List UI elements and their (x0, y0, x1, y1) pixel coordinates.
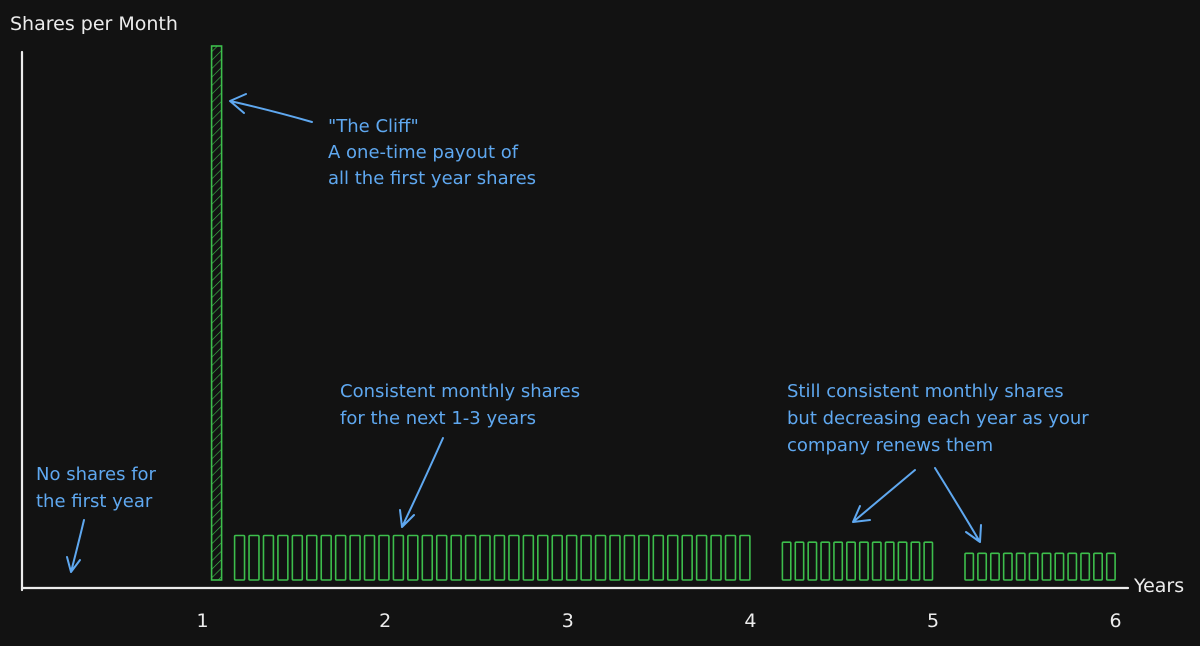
bar-month-31 (666, 534, 679, 581)
bar-month-17 (464, 534, 477, 581)
bar-month-59 (1093, 552, 1104, 581)
bar-month-19 (493, 534, 506, 581)
bar-month-43 (858, 541, 869, 581)
x-tick-label-2: 2 (379, 610, 391, 632)
bar-month-45 (884, 541, 895, 581)
annotation-no-shares-arrow (66, 519, 85, 573)
bar-month-14 (421, 534, 434, 581)
annotation-cliff-arrow (229, 93, 313, 123)
bar-month-13 (407, 534, 419, 581)
bar-month-26 (594, 534, 607, 581)
bar-month-47 (910, 541, 921, 581)
bar-month-29 (638, 534, 650, 581)
annotation-decreasing: Still consistent monthly shares but decr… (787, 381, 1089, 543)
bar-month-46 (897, 541, 908, 581)
bar-month-5 (291, 534, 304, 581)
annotation-cliff: "The Cliff" A one-time payout of all the… (229, 93, 536, 189)
bar-month-8 (334, 534, 347, 581)
bar-month-57 (1067, 552, 1078, 581)
bar-month-37 (781, 541, 792, 581)
bar-month-38 (794, 541, 805, 581)
bars (210, 45, 1116, 581)
bar-month-6 (305, 534, 318, 581)
bar-month-50 (977, 552, 988, 581)
bar-cliff (210, 45, 223, 581)
x-axis-label: Years (1133, 575, 1184, 597)
bar-month-2 (248, 534, 260, 581)
annotation-decreasing-arrow-left (852, 469, 916, 523)
bar-month-30 (652, 534, 665, 581)
bar-month-44 (871, 541, 882, 581)
bar-month-33 (695, 534, 708, 581)
bar-month-55 (1041, 552, 1052, 581)
bar-month-39 (807, 541, 818, 581)
annotation-no-shares-line-1: No shares for (36, 464, 157, 485)
bar-month-18 (479, 534, 491, 581)
bar-month-48 (923, 541, 934, 581)
bar-month-52 (1002, 552, 1013, 581)
bar-month-15 (435, 534, 448, 581)
annotation-decreasing-line-1: Still consistent monthly shares (787, 381, 1064, 402)
x-tick-label-3: 3 (562, 610, 574, 632)
bar-month-32 (681, 534, 693, 581)
annotation-cliff-line-3: all the first year shares (328, 168, 536, 189)
bar-month-41 (833, 541, 844, 581)
bar-month-20 (508, 534, 520, 581)
bar-month-53 (1015, 552, 1026, 581)
bar-month-7 (320, 534, 332, 581)
annotation-consistent: Consistent monthly shares for the next 1… (340, 381, 580, 528)
y-axis-label: Shares per Month (10, 13, 178, 35)
annotation-consistent-arrow (399, 437, 444, 528)
annotation-no-shares-line-2: the first year (36, 491, 153, 512)
bar-month-60 (1105, 552, 1116, 581)
bar-month-22 (537, 534, 549, 581)
bar-month-4 (277, 534, 289, 581)
bar-month-34 (710, 534, 722, 581)
annotation-decreasing-arrow-right (934, 467, 982, 543)
annotation-decreasing-line-2: but decreasing each year as your (787, 408, 1089, 429)
bar-month-21 (522, 534, 535, 581)
bar-month-35 (724, 534, 737, 581)
x-tick-label-1: 1 (197, 610, 209, 632)
bar-month-42 (846, 541, 856, 581)
annotation-decreasing-line-3: company renews them (787, 435, 993, 456)
annotation-consistent-line-2: for the next 1-3 years (340, 408, 536, 429)
annotation-consistent-line-1: Consistent monthly shares (340, 381, 580, 402)
bar-month-49 (964, 552, 975, 581)
x-tick-labels: 1 2 3 4 5 6 (197, 610, 1122, 632)
bar-month-28 (623, 534, 636, 581)
x-tick-label-6: 6 (1110, 610, 1122, 632)
x-tick-label-4: 4 (744, 610, 756, 632)
bar-month-23 (551, 534, 563, 581)
annotation-no-shares: No shares for the first year (36, 464, 157, 573)
bar-month-9 (349, 534, 361, 581)
bar-month-11 (378, 534, 390, 581)
bar-month-16 (450, 534, 462, 581)
bar-month-3 (262, 534, 275, 581)
x-tick-label-5: 5 (927, 610, 939, 632)
bar-month-12 (392, 534, 405, 581)
bar-month-36 (739, 534, 751, 581)
annotation-cliff-line-2: A one-time payout of (328, 142, 519, 163)
bar-month-25 (580, 534, 592, 581)
bar-month-1 (233, 534, 246, 581)
bar-month-27 (609, 534, 621, 581)
bar-month-51 (989, 552, 1000, 581)
bar-month-10 (363, 534, 376, 581)
bar-month-58 (1080, 552, 1091, 581)
annotation-cliff-line-1: "The Cliff" (328, 116, 419, 137)
bar-month-24 (565, 534, 578, 581)
bar-month-54 (1028, 552, 1039, 581)
bar-month-56 (1054, 552, 1065, 581)
bar-month-40 (820, 541, 831, 581)
